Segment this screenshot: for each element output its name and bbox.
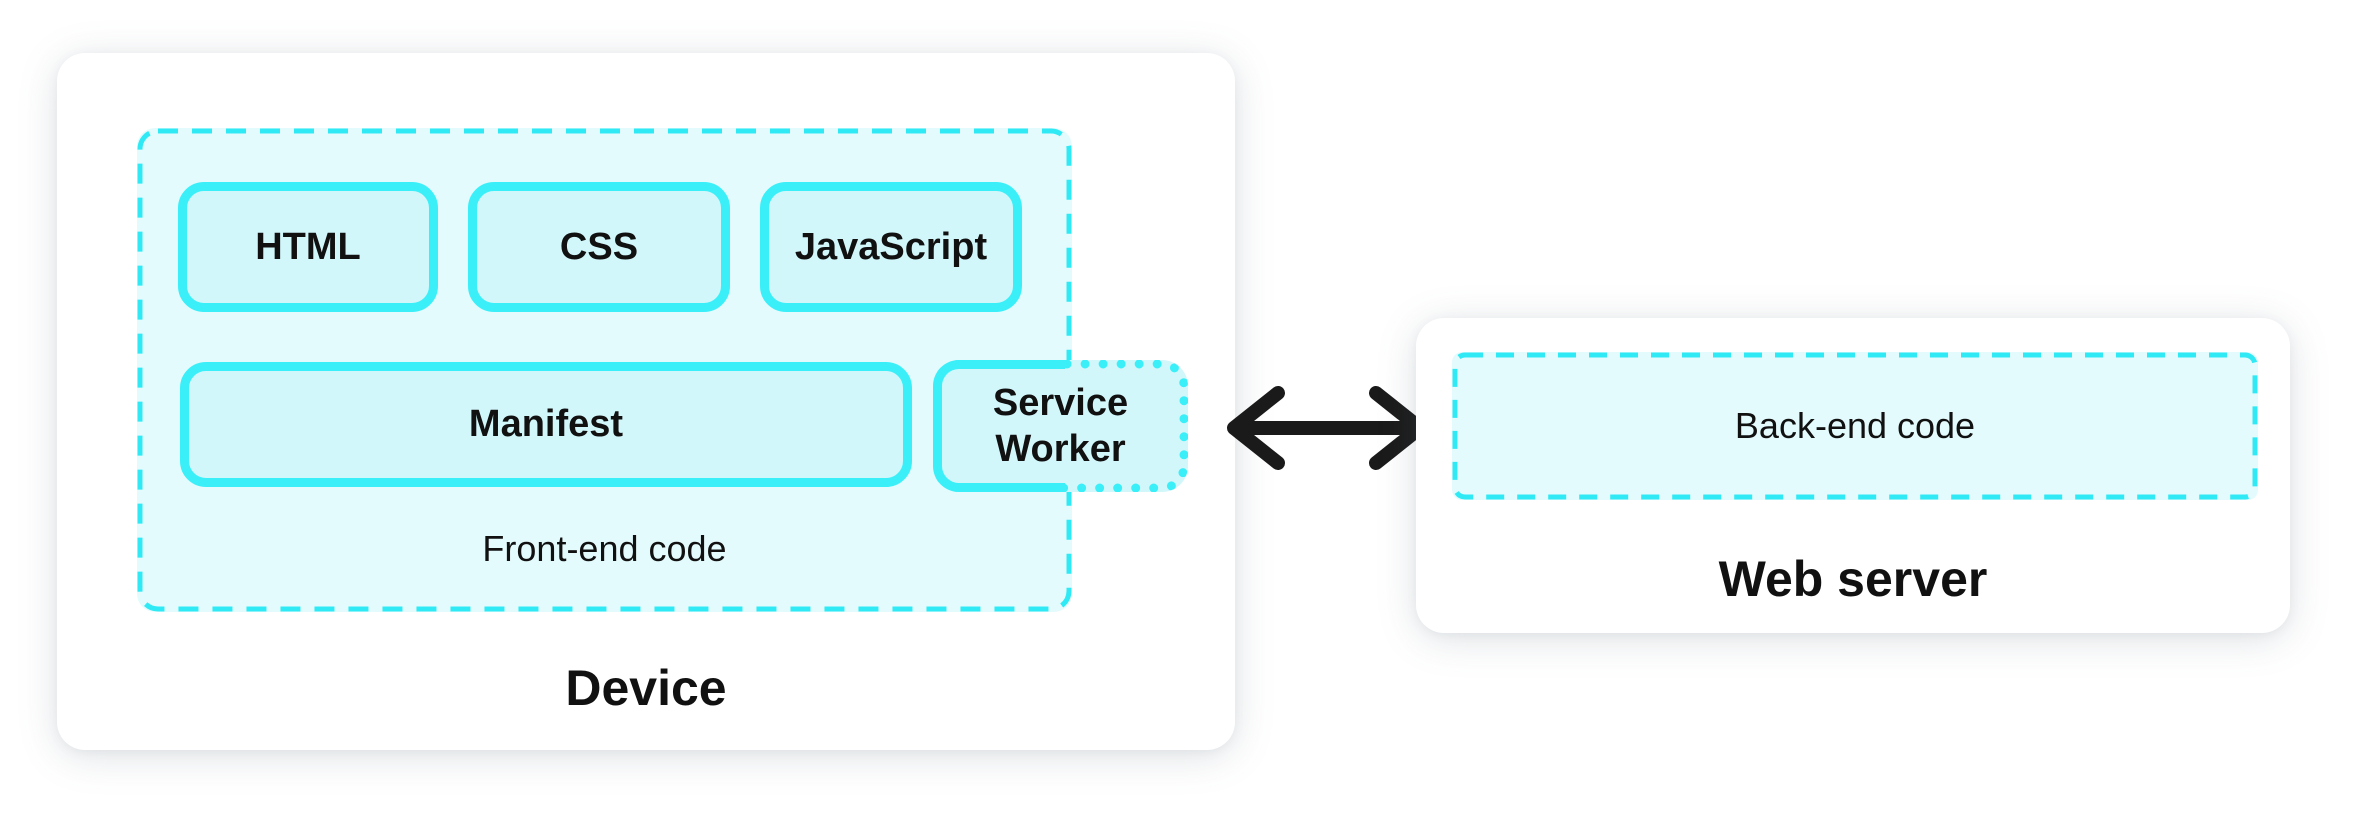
- arrow-left-head: [1227, 386, 1285, 470]
- frontend-code-label: Front-end code: [482, 528, 727, 569]
- backend-code-container: Back-end code: [1452, 352, 2258, 500]
- service-worker-box: Service Worker: [933, 360, 1188, 492]
- web-server-title: Web server: [1718, 551, 1988, 607]
- css-box: CSS: [468, 182, 730, 312]
- service-worker-label: Service Worker: [992, 382, 1129, 470]
- html-box-label: HTML: [255, 225, 361, 268]
- device-card: HTML CSS JavaScript Manifest Front-end c…: [57, 53, 1235, 750]
- web-server-card: Back-end code Web server: [1416, 318, 2290, 633]
- javascript-box: JavaScript: [760, 182, 1022, 312]
- html-box: HTML: [178, 182, 438, 312]
- javascript-box-label: JavaScript: [794, 225, 988, 268]
- css-box-label: CSS: [559, 225, 639, 268]
- device-title: Device: [565, 660, 727, 716]
- backend-code-label: Back-end code: [1734, 405, 1976, 446]
- bidirectional-arrow-icon: [1227, 386, 1427, 470]
- frontend-code-container: HTML CSS JavaScript Manifest Front-end c…: [137, 128, 1072, 612]
- manifest-box: Manifest: [180, 362, 912, 487]
- manifest-box-label: Manifest: [468, 403, 624, 445]
